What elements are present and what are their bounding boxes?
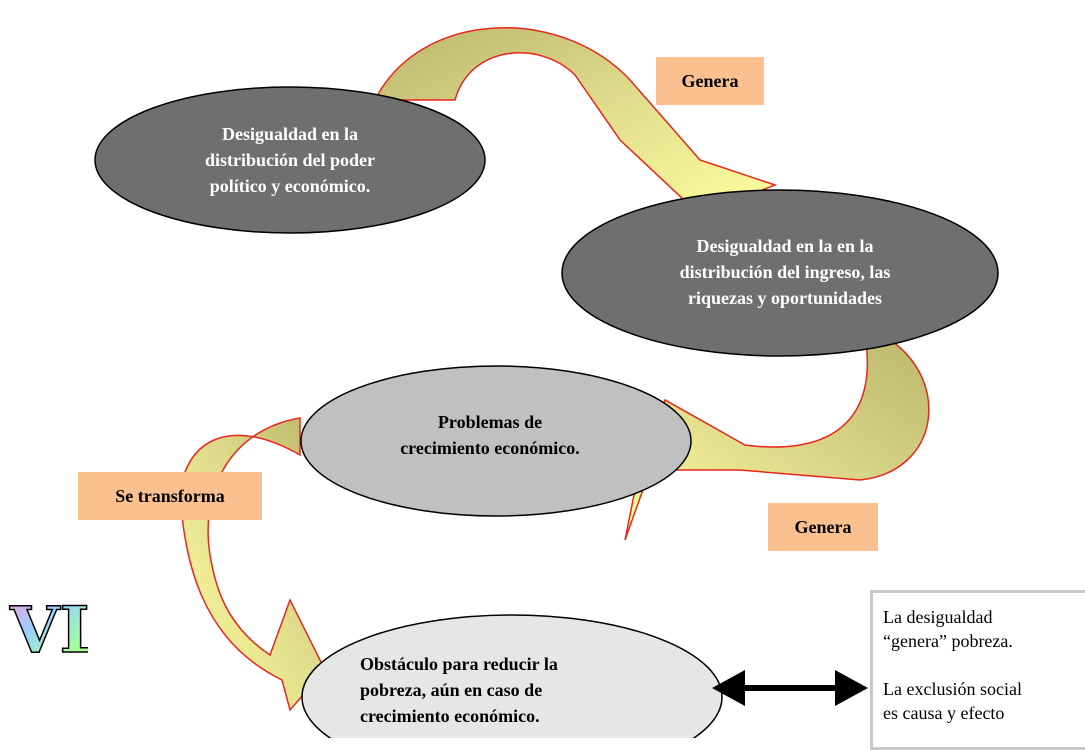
double-arrow-icon	[712, 670, 868, 706]
node-obstaculo-line-3: crecimiento económico.	[360, 706, 540, 726]
ellipse-obstaculo	[301, 614, 723, 738]
note-line-2: La exclusión social es causa y efecto	[883, 679, 1022, 723]
svg-text:VL: VL	[9, 593, 88, 662]
node-crecimiento-text: Problemas de crecimiento económico.	[340, 400, 640, 470]
label-se-transforma: Se transforma	[78, 472, 262, 520]
node-poder-text: Desigualdad en la distribución del poder…	[150, 110, 430, 210]
node-poder-line-2: distribución del poder	[204, 150, 376, 170]
node-poder-line-3: político y económico.	[209, 176, 371, 196]
node-crecimiento-line-1: Problemas de	[437, 412, 543, 432]
node-ingreso-text: Desigualdad en la en la distribución del…	[620, 222, 950, 322]
node-obstaculo-line-1: Obstáculo para reducir la	[360, 654, 558, 674]
node-ingreso-line-3: riquezas y oportunidades	[687, 288, 882, 308]
ellipse-ingreso	[561, 189, 999, 357]
label-genera-top: Genera	[656, 57, 764, 105]
ellipse-poder	[94, 86, 486, 234]
arrow-se-transforma	[179, 417, 326, 712]
node-ingreso-line-1: Desigualdad en la en la	[696, 236, 874, 256]
node-poder-line-1: Desigualdad en la	[221, 124, 359, 144]
arrow-genera-top	[373, 27, 778, 216]
vl-logo-icon: VL	[8, 592, 88, 662]
note-box: La desigualdad “genera” pobreza. La excl…	[870, 590, 1085, 750]
node-crecimiento-line-2: crecimiento económico.	[400, 438, 580, 458]
node-ingreso-line-2: distribución del ingreso, las	[679, 262, 891, 282]
node-obstaculo-line-2: pobreza, aún en caso de	[360, 680, 543, 700]
label-genera-bottom: Genera	[768, 503, 878, 551]
node-obstaculo-text: Obstáculo para reducir la pobreza, aún e…	[360, 645, 650, 735]
note-line-1: La desigualdad “genera” pobreza.	[883, 607, 1013, 651]
ellipse-crecimiento	[300, 365, 692, 517]
